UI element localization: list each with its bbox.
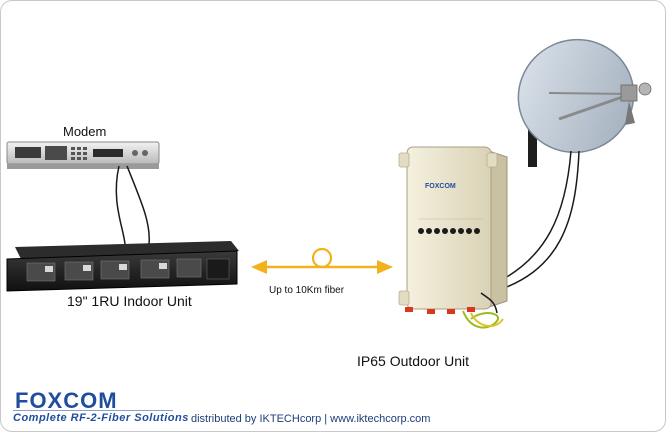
foxcom-logo: FOXCOM [15, 388, 118, 413]
indoor-unit-label: 19" 1RU Indoor Unit [67, 293, 192, 309]
outdoor-unit-device: FOXCOM [398, 146, 508, 329]
indoor-unit-device [6, 241, 239, 292]
outdoor-brand-text: FOXCOM [425, 183, 456, 190]
fiber-link-arrow [251, 247, 393, 274]
foxcom-tagline: Complete RF-2-Fiber Solutions [13, 412, 189, 424]
distributor-text: distributed by IKTECHcorp | www.iktechco… [191, 413, 431, 425]
modem-label: Modem [63, 124, 107, 139]
modem-device [6, 141, 160, 169]
fiber-label: Up to 10Km fiber [269, 285, 345, 296]
logo-divider [13, 410, 173, 411]
modem-cables [115, 165, 150, 245]
satellite-dish [517, 38, 652, 167]
outdoor-unit-label: IP65 Outdoor Unit [357, 353, 470, 369]
